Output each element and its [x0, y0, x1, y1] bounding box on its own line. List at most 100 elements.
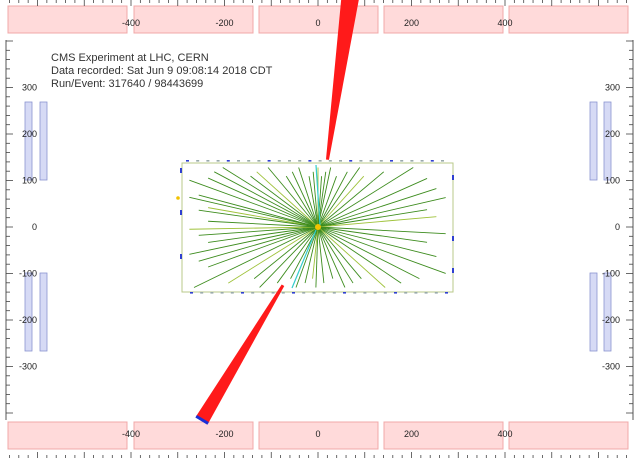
z-tick-label-bottom: -400 [122, 429, 140, 439]
edge-hit [267, 160, 271, 162]
edge-hit [251, 292, 255, 294]
edge-hit [452, 175, 454, 180]
barrel-chamber [39, 272, 48, 352]
track [207, 226, 319, 268]
edge-hit [383, 292, 387, 294]
edge-hit [180, 210, 182, 215]
muon-chamber-bottom [7, 421, 128, 450]
z-tick-label-bottom: 200 [404, 429, 419, 439]
track [214, 171, 319, 228]
track [317, 197, 446, 228]
barrel-chamber [603, 272, 612, 352]
barrel-chamber [24, 272, 33, 352]
track [317, 226, 446, 274]
track [317, 176, 337, 228]
track [317, 226, 428, 243]
z-tick-label-top: 400 [497, 18, 512, 28]
track [317, 226, 420, 280]
edge-hit [196, 160, 200, 162]
track [317, 216, 437, 228]
muon-chamber-bottom [508, 421, 629, 450]
edge-hit [277, 160, 281, 162]
track [317, 226, 437, 257]
z-tick-label-top: -400 [122, 18, 140, 28]
edge-hit [445, 292, 448, 294]
track [317, 167, 414, 228]
edge-hit [261, 292, 265, 294]
jet-cap [195, 414, 209, 425]
track [198, 194, 319, 228]
barrel-chamber [603, 101, 612, 181]
edge-hit [318, 160, 322, 162]
edge-hit [308, 160, 312, 162]
track [267, 167, 319, 228]
track [222, 167, 319, 228]
y-tick-label-right: -200 [602, 315, 620, 325]
track [253, 226, 319, 280]
edge-hit [216, 160, 220, 162]
track [189, 179, 319, 228]
track [304, 226, 319, 284]
y-tick-label-left: 0 [32, 222, 37, 232]
edge-hit [390, 160, 393, 162]
track [317, 226, 446, 235]
track [193, 226, 319, 288]
track [317, 209, 428, 228]
edge-hit [281, 292, 285, 294]
track [207, 177, 319, 228]
y-tick-label-left: 300 [22, 83, 37, 93]
track [317, 175, 365, 228]
track [317, 171, 348, 228]
track [317, 176, 323, 228]
edge-hit [434, 292, 438, 294]
track [198, 226, 319, 262]
primary-vertex [315, 224, 321, 230]
edge-hit [230, 292, 234, 294]
track [315, 226, 319, 288]
muon-chamber-bottom [258, 421, 379, 450]
edge-hit [241, 292, 244, 294]
track [208, 207, 319, 228]
track [295, 226, 319, 288]
y-tick-label-right: 200 [605, 129, 620, 139]
track [317, 226, 325, 284]
event-info: CMS Experiment at LHC, CERN Data recorde… [51, 52, 272, 91]
recorded-label: Data recorded: Sat Jun 9 09:08:14 2018 C… [51, 65, 273, 77]
run-event-label: Run/Event: 317640 / 98443699 [51, 78, 204, 90]
track-hit-segment [315, 164, 321, 226]
edge-hit [180, 168, 182, 173]
barrel-chamber [39, 101, 48, 181]
edge-hit [200, 292, 204, 294]
z-tick-label-top: 200 [404, 18, 419, 28]
z-tick-label-bottom: -200 [215, 429, 233, 439]
jet-cone [196, 284, 285, 424]
muon-chamber-top [383, 5, 504, 34]
edge-hit [410, 160, 414, 162]
edge-hit [369, 160, 373, 162]
edge-hit [394, 292, 397, 294]
track [317, 188, 437, 228]
y-tick-label-right: 100 [605, 176, 620, 186]
edge-hit [210, 292, 214, 294]
edge-hit [237, 160, 240, 162]
barrel-chamber [589, 272, 598, 352]
y-tick-label-left: -200 [19, 315, 37, 325]
track [312, 226, 319, 279]
track [189, 226, 319, 255]
y-tick-label-right: 300 [605, 83, 620, 93]
edge-hit [186, 160, 189, 162]
edge-hit [373, 292, 377, 294]
edge-hit [424, 292, 428, 294]
z-tick-label-bottom: 400 [497, 429, 512, 439]
edge-hit [206, 160, 210, 162]
track [250, 175, 319, 228]
track [208, 226, 319, 243]
track [317, 226, 362, 279]
muon-chamber-bottom [133, 421, 254, 450]
y-tick-label-right: -300 [602, 362, 620, 372]
y-tick-label-left: -300 [19, 362, 37, 372]
edge-hit [363, 292, 367, 294]
muon-chambers [7, 5, 629, 450]
